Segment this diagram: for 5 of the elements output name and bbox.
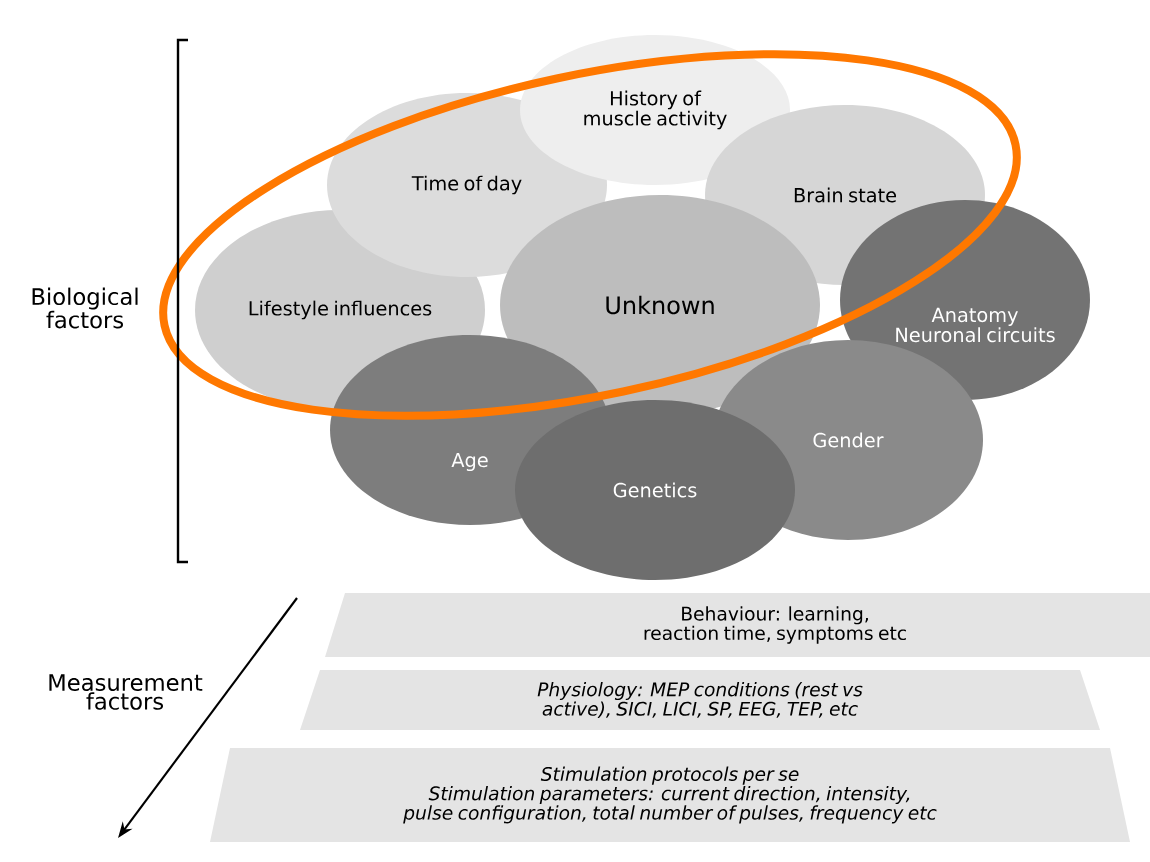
measurement-band: Physiology: MEP conditions (rest vs active), SICI, LICI, SP, EEG, TEP, etc — [300, 670, 1100, 730]
measurement-band: Stimulation protocols per se Stimulation parameters: current direction, intensity, pulse configuration, total number of pulses, frequency etc — [210, 748, 1130, 842]
side-label: Measurement factors — [49, 674, 203, 710]
side-label: Biological factors — [32, 287, 138, 329]
measurement-band: Behaviour: learning, reaction time, symptoms etc — [325, 593, 1150, 657]
